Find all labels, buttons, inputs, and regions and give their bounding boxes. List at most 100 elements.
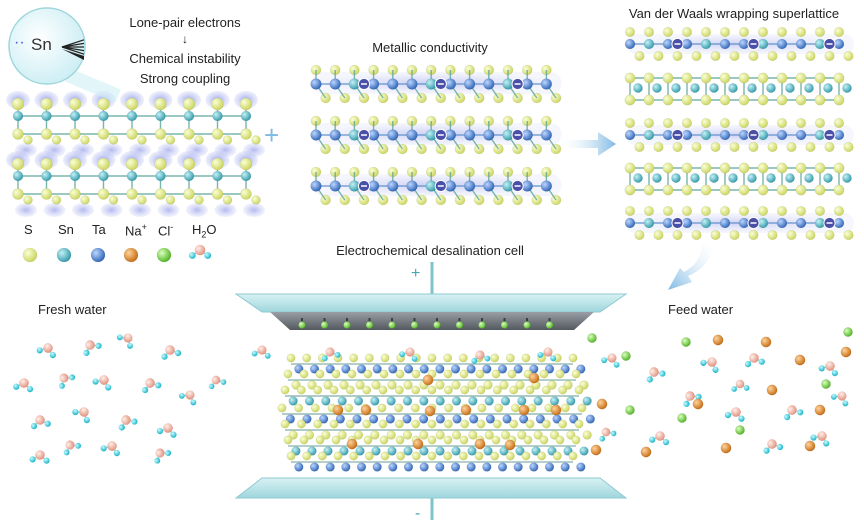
sulfur-atom (776, 94, 788, 106)
sulfur-atom (523, 435, 533, 445)
water-molecule (810, 431, 830, 447)
oxygen-atom (837, 391, 847, 401)
water-molecule (142, 378, 162, 394)
water-molecule (471, 350, 491, 364)
sulfur-atom (805, 141, 816, 153)
lone-pair-glow (157, 203, 180, 217)
sulfur-atom (345, 385, 355, 395)
lattice-atom (419, 430, 429, 440)
lattice-atom (435, 364, 445, 374)
sulfur-atom (154, 188, 167, 200)
sulfur-atom (767, 141, 778, 153)
oxygen-atom (767, 439, 777, 449)
sulfur-atom (719, 162, 731, 174)
oxygen-atom (543, 347, 553, 357)
lattice-atom (466, 462, 476, 472)
lattice-atom (403, 446, 413, 456)
hydrogen-atom (83, 417, 90, 424)
sulfur-atom (824, 141, 835, 153)
tantalum-atom (795, 129, 807, 141)
lattice-atom (499, 446, 509, 456)
water-molecule (30, 415, 51, 430)
sulfur-atom (379, 435, 389, 445)
sulfur-atom (378, 385, 388, 395)
sulfur-atom (653, 50, 664, 62)
tin-atom (98, 170, 109, 182)
lattice-atom (309, 364, 320, 374)
chloride-ion (478, 321, 486, 329)
hydrogen-atom (695, 393, 702, 400)
sulfur-atom (427, 353, 437, 363)
sulfur-atom (331, 435, 341, 445)
sulfur-atom (795, 26, 807, 38)
positive-electrode-sign: + (411, 265, 421, 282)
oxygen-atom (145, 378, 155, 388)
sulfur-atom (681, 184, 693, 196)
chloride-ion (821, 379, 831, 389)
bottom-electrode (234, 477, 628, 499)
chloride-ion (500, 321, 509, 329)
sodium-ion (840, 346, 852, 358)
sulfur-atom (710, 50, 721, 62)
tin-atom (766, 173, 776, 183)
sulfur-atom (443, 369, 453, 379)
tin-atom (240, 170, 252, 182)
sulfur-atom (691, 50, 702, 62)
sulfur-atom (738, 162, 750, 174)
lattice-atom (482, 462, 492, 472)
lattice-atom (585, 414, 596, 424)
tin-atom (785, 173, 795, 183)
lattice-atom (302, 414, 312, 424)
sulfur-atom (786, 229, 797, 241)
sulfur-atom (494, 403, 504, 413)
sodium-ion (712, 334, 724, 346)
sulfur-atom (748, 141, 759, 153)
oxygen-atom (79, 407, 89, 417)
water-molecule (399, 347, 418, 362)
sulfur-atom (443, 435, 453, 445)
chloride-ion (545, 321, 554, 329)
sulfur-atom (315, 369, 325, 379)
sulfur-atom (345, 419, 355, 429)
lattice-atom (402, 396, 413, 406)
lattice-atom (451, 430, 462, 440)
chloride-ion (388, 321, 396, 329)
sulfur-atom (700, 205, 712, 217)
sodium-ion (804, 440, 816, 452)
hydrogen-atom (763, 447, 770, 454)
water-molecule (724, 407, 745, 422)
hydrogen-atom (59, 382, 65, 389)
water-molecule (178, 390, 197, 406)
tin-atom (690, 173, 700, 183)
hydrogen-atom (758, 358, 765, 365)
sulfur-atom (738, 205, 750, 217)
lone-pair-dots: ·· (14, 34, 25, 51)
sodium-ion (766, 384, 778, 396)
sulfur-atom (738, 184, 750, 196)
sodium-ion (360, 404, 372, 416)
tantalum-atom (776, 217, 788, 229)
sulfur-atom (795, 184, 807, 196)
oxygen-atom (649, 367, 659, 377)
hydrogen-atom (399, 351, 406, 358)
lattice-atom (339, 446, 349, 456)
sulfur-atom (349, 451, 359, 461)
hydrogen-atom (29, 456, 36, 463)
sulfur-atom (795, 94, 807, 106)
tin-atom (671, 83, 681, 93)
tantalum-atom (643, 217, 655, 229)
sulfur-atom (833, 117, 845, 129)
sulfur-atom (394, 403, 404, 413)
oxygen-atom (735, 379, 745, 389)
sulfur-atom (833, 26, 845, 38)
tin-atom (804, 173, 814, 183)
tin-atom (652, 173, 662, 183)
hydrogen-atom (738, 415, 745, 422)
sulfur-atom (558, 385, 568, 395)
sulfur-atom (624, 184, 636, 196)
hydrogen-atom (75, 442, 82, 449)
tin-atom (785, 83, 795, 93)
lattice-atom (402, 414, 412, 424)
coupling-label: Strong coupling (139, 71, 231, 86)
